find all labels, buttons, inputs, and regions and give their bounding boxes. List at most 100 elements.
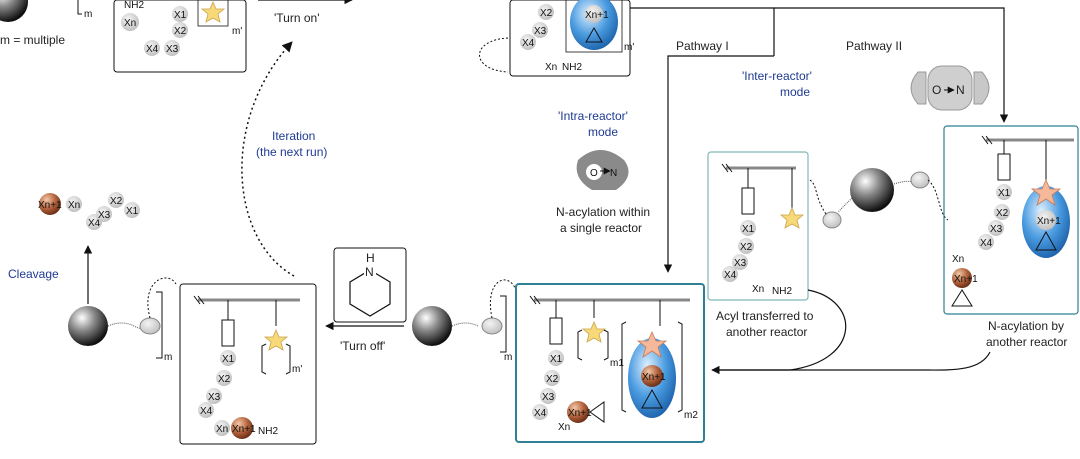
svg-text:X1: X1 xyxy=(998,188,1011,199)
svg-text:X4: X4 xyxy=(534,408,547,419)
piperidine-box: N H xyxy=(333,247,407,323)
right-reactor-box: X1 X2 X3 X4 Xn Xn+1 Xn+1 xyxy=(943,125,1079,315)
svg-text:m2: m2 xyxy=(684,410,698,421)
svg-text:Xn: Xn xyxy=(68,200,80,211)
inter-reactor-icon: O N xyxy=(910,65,990,111)
acyl-transfer-label: Acyl transferred to xyxy=(716,309,814,323)
svg-text:NH2: NH2 xyxy=(562,62,582,73)
bottom-left-box: X1 X2 X3 X4 Xn Xn+1 NH2 m' xyxy=(179,283,317,445)
svg-text:NH2: NH2 xyxy=(124,0,144,11)
svg-text:X2: X2 xyxy=(174,26,187,37)
svg-text:Xn: Xn xyxy=(124,18,136,29)
svg-text:X3: X3 xyxy=(208,392,221,403)
svg-text:m': m' xyxy=(232,26,242,37)
resin-bead-icon xyxy=(412,306,452,346)
resin-bead-icon xyxy=(850,168,894,212)
acyl-transfer-box: X1 X2 X3 X4 Xn NH2 xyxy=(707,151,809,301)
star-icon xyxy=(779,206,805,229)
star-icon xyxy=(636,331,668,358)
svg-text:X3: X3 xyxy=(98,210,111,221)
svg-text:another reactor: another reactor xyxy=(726,325,807,339)
svg-text:X4: X4 xyxy=(200,406,213,417)
svg-text:X2: X2 xyxy=(218,374,231,385)
svg-text:a single reactor: a single reactor xyxy=(560,221,642,235)
svg-text:X1: X1 xyxy=(126,206,139,217)
linker-icon xyxy=(910,171,930,189)
svg-text:X3: X3 xyxy=(534,26,547,37)
subscript-m: m xyxy=(84,9,92,20)
svg-text:X2: X2 xyxy=(540,8,553,19)
star-icon xyxy=(1030,179,1062,206)
nacylation-single-label: N-acylation within xyxy=(556,205,650,219)
svg-text:another reactor: another reactor xyxy=(986,335,1067,349)
svg-text:X3: X3 xyxy=(734,258,747,269)
iteration-label: Iteration xyxy=(272,129,315,143)
svg-text:Xn: Xn xyxy=(558,422,570,433)
svg-text:Xn+1: Xn+1 xyxy=(585,10,609,21)
svg-text:X3: X3 xyxy=(990,224,1003,235)
svg-text:X1: X1 xyxy=(222,354,235,365)
svg-text:m1: m1 xyxy=(610,358,624,369)
intra-reactor-mode-label: 'Intra-reactor' xyxy=(558,109,628,123)
svg-text:N: N xyxy=(365,265,374,279)
svg-text:O: O xyxy=(590,168,598,179)
star-icon xyxy=(200,0,226,23)
svg-text:X2: X2 xyxy=(110,196,123,207)
svg-text:N: N xyxy=(610,168,617,179)
star-icon xyxy=(581,320,607,343)
turn-off-label: 'Turn off' xyxy=(340,339,385,353)
svg-text:X2: X2 xyxy=(996,208,1009,219)
svg-text:m': m' xyxy=(624,42,634,53)
bottom-center-box: X1 X2 X3 X4 Xn Xn+1 m1 Xn+1 m2 xyxy=(515,283,705,443)
svg-text:X4: X4 xyxy=(980,238,993,249)
linker-icon xyxy=(481,317,503,335)
top-center-box: X2 X3 X4 Xn NH2 Xn+1 m' xyxy=(479,0,634,77)
linker-icon xyxy=(139,317,161,335)
inter-reactor-mode-label: 'Inter-reactor' xyxy=(742,69,812,83)
svg-text:m: m xyxy=(504,352,512,363)
nacylation-another-label: N-acylation by xyxy=(988,319,1064,333)
svg-text:Xn: Xn xyxy=(216,424,228,435)
pathway-2-label: Pathway II xyxy=(846,39,902,53)
svg-text:X3: X3 xyxy=(542,392,555,403)
svg-text:X1: X1 xyxy=(174,10,187,21)
svg-text:X4: X4 xyxy=(146,44,159,55)
svg-text:X1: X1 xyxy=(550,354,563,365)
svg-text:X2: X2 xyxy=(740,242,753,253)
svg-text:O: O xyxy=(932,83,941,97)
top-left-fragment: m m = multiple xyxy=(0,0,92,47)
svg-text:Xn: Xn xyxy=(752,284,764,295)
svg-text:m: m xyxy=(164,352,172,363)
svg-text:X2: X2 xyxy=(546,374,559,385)
svg-text:X4: X4 xyxy=(724,270,737,281)
svg-text:X1: X1 xyxy=(742,224,755,235)
svg-text:Xn+1: Xn+1 xyxy=(568,408,592,419)
svg-text:mode: mode xyxy=(588,125,618,139)
turn-on-label: 'Turn on' xyxy=(274,11,320,25)
m-multiple-label: m = multiple xyxy=(0,33,65,47)
pathway-1-label: Pathway I xyxy=(676,39,729,53)
star-icon xyxy=(263,328,289,351)
svg-text:NH2: NH2 xyxy=(258,426,278,437)
top-left-box: Xn NH2 X4 X3 X2 X1 m' xyxy=(113,0,247,73)
svg-text:m': m' xyxy=(292,364,302,375)
svg-text:X4: X4 xyxy=(522,38,535,49)
svg-text:Xn+1: Xn+1 xyxy=(642,372,666,383)
svg-text:Xn: Xn xyxy=(545,62,557,73)
svg-text:X4: X4 xyxy=(88,218,101,229)
svg-text:(the next run): (the next run) xyxy=(256,145,327,159)
svg-text:H: H xyxy=(366,251,375,265)
svg-text:X3: X3 xyxy=(166,44,179,55)
svg-text:mode: mode xyxy=(780,85,810,99)
resin-bead-icon xyxy=(68,306,108,346)
svg-text:NH2: NH2 xyxy=(772,286,792,297)
resin-bead-icon xyxy=(0,0,28,22)
reactor-capsule-icon xyxy=(570,0,618,50)
svg-text:Xn+1: Xn+1 xyxy=(954,274,978,285)
linker-icon xyxy=(822,211,842,229)
svg-text:Xn: Xn xyxy=(952,254,964,265)
intra-reactor-icon: O N xyxy=(576,150,629,190)
svg-text:Xn+1: Xn+1 xyxy=(1037,216,1061,227)
svg-text:Xn+1: Xn+1 xyxy=(232,424,256,435)
